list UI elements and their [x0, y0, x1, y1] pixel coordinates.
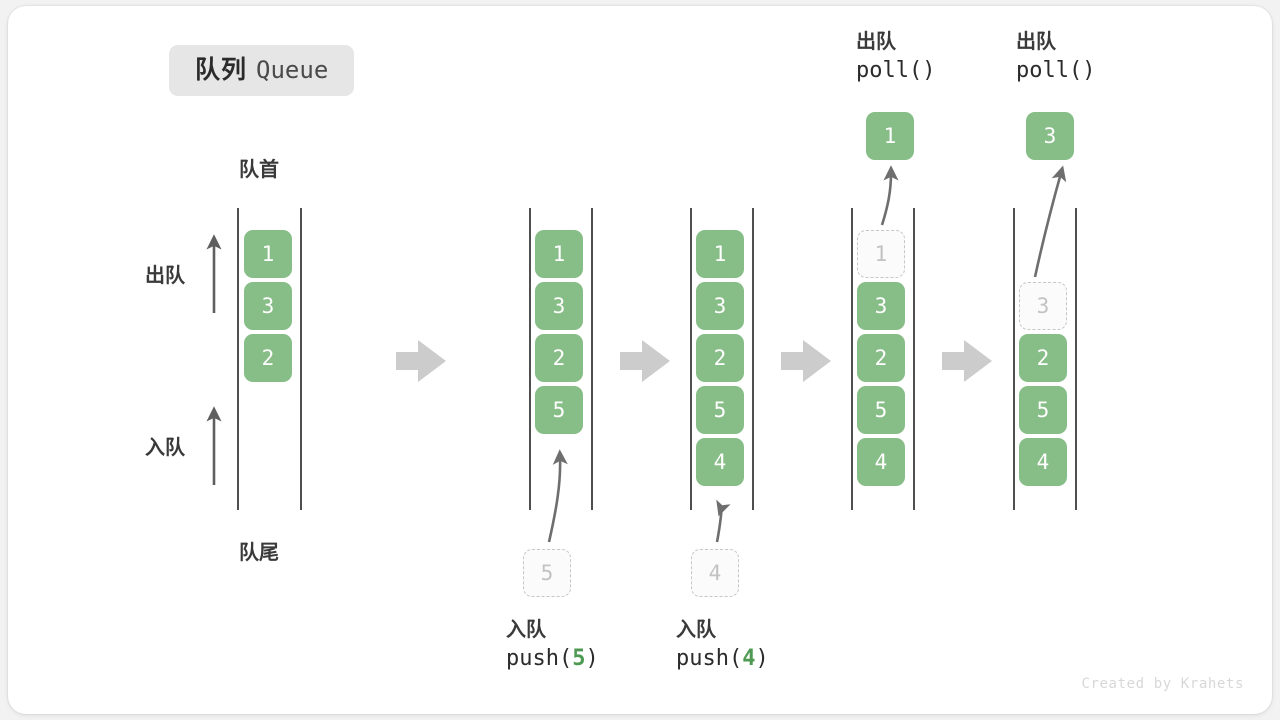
operation-caption-push-4: 入队 push(4) [676, 617, 769, 674]
cell: 2 [696, 334, 744, 382]
code-suffix: ) [1082, 58, 1096, 83]
cell: 2 [1019, 334, 1067, 382]
cell-ghost: 1 [857, 230, 905, 278]
incoming-ghost-cell-5: 5 [523, 549, 571, 597]
operation-caption-push-5: 入队 push(5) [506, 617, 599, 674]
popped-cell-1: 1 [866, 112, 914, 160]
rail-right [913, 208, 915, 510]
rail-left [851, 208, 853, 510]
operation-cn-push-4: 入队 [676, 619, 716, 641]
operation-caption-poll-3: 出队 poll() [1016, 29, 1095, 86]
arrow-overlay [206, 165, 1067, 543]
cell-ghost: 3 [1019, 282, 1067, 330]
cell: 5 [696, 386, 744, 434]
cell: 5 [857, 386, 905, 434]
step-connector-icon-2 [620, 340, 670, 382]
step-connector-icon-4 [942, 340, 992, 382]
rail-right [300, 208, 302, 510]
cell: 3 [857, 282, 905, 330]
poll-3-arrow-icon [1033, 165, 1067, 278]
cell: 2 [244, 334, 292, 382]
cell: 4 [857, 438, 905, 486]
queue-tail-label: 队尾 [239, 542, 279, 564]
code-prefix: poll( [1016, 58, 1083, 83]
rail-left [529, 208, 531, 510]
rail-left [690, 208, 692, 510]
cell: 4 [1019, 438, 1067, 486]
push-4-arrow-icon [715, 499, 731, 543]
title-badge: 队列 Queue [169, 45, 355, 96]
queue-head-label: 队首 [239, 159, 279, 181]
code-suffix: ) [922, 58, 936, 83]
code-prefix: push( [506, 646, 573, 671]
cell: 1 [696, 230, 744, 278]
code-suffix: ) [585, 646, 599, 671]
code-value: 5 [572, 646, 586, 671]
rail-left [1013, 208, 1015, 510]
step-connector-icon-1 [396, 340, 446, 382]
title-cn: 队列 [195, 56, 248, 84]
cell: 1 [535, 230, 583, 278]
popped-cell-3: 3 [1026, 112, 1074, 160]
code-prefix: poll( [856, 58, 923, 83]
operation-code-push-5: push(5) [506, 644, 599, 674]
rail-right [752, 208, 754, 510]
operation-code-push-4: push(4) [676, 644, 769, 674]
rail-right [591, 208, 593, 510]
operation-code-poll-1: poll() [856, 56, 935, 86]
watermark: Created by Krahets [1081, 676, 1244, 692]
cell: 3 [535, 282, 583, 330]
operation-cn-push-5: 入队 [506, 619, 546, 641]
cell: 4 [696, 438, 744, 486]
operation-cn-poll-3: 出队 [1016, 31, 1056, 53]
dequeue-direction-label: 出队 [145, 265, 185, 287]
operation-code-poll-3: poll() [1016, 56, 1095, 86]
cell: 5 [535, 386, 583, 434]
step-connector-icon-3 [781, 340, 831, 382]
cell: 3 [696, 282, 744, 330]
title-en: Queue [256, 56, 329, 84]
rail-right [1075, 208, 1077, 510]
code-suffix: ) [755, 646, 769, 671]
poll-1-arrow-icon [880, 165, 899, 226]
code-value: 4 [742, 646, 756, 671]
rail-left [237, 208, 239, 510]
cell: 2 [857, 334, 905, 382]
cell: 3 [244, 282, 292, 330]
code-prefix: push( [676, 646, 743, 671]
cell: 5 [1019, 386, 1067, 434]
cell: 1 [244, 230, 292, 278]
operation-cn-poll-1: 出队 [856, 31, 896, 53]
enqueue-direction-label: 入队 [145, 437, 185, 459]
operation-caption-poll-1: 出队 poll() [856, 29, 935, 86]
cell: 2 [535, 334, 583, 382]
push-5-arrow-icon [547, 449, 568, 543]
incoming-ghost-cell-4: 4 [691, 549, 739, 597]
